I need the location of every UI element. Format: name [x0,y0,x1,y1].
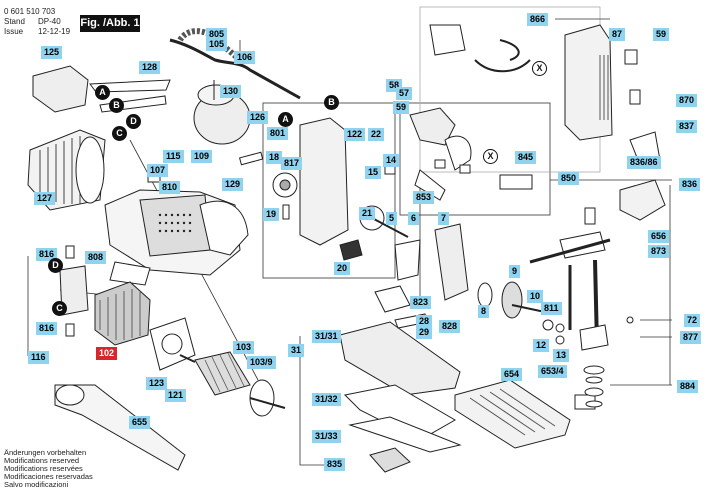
callout-823: 823 [410,296,432,309]
callout-10: 10 [527,290,544,303]
callout-811: 811 [541,302,562,315]
callout-31: 31 [288,344,305,357]
callout-31-33: 31/33 [312,430,341,443]
callout-126: 126 [247,111,269,124]
callout-28: 28 [416,315,433,328]
marker-a-left: A [95,85,110,100]
callout-836: 836 [679,178,701,191]
marker-b-right: B [324,95,339,110]
callout-805: 805 [206,28,228,41]
callout-810: 810 [159,181,181,194]
callout-6: 6 [408,212,420,225]
callout-816-top: 816 [36,248,58,261]
callout-20: 20 [334,262,351,275]
callout-87: 87 [609,28,626,41]
callout-31-31: 31/31 [312,330,341,343]
callout-7: 7 [438,212,450,225]
callout-18: 18 [266,151,283,164]
callout-128: 128 [139,61,161,74]
callout-14: 14 [383,154,400,167]
marker-x-motor: X [532,61,547,76]
figure-title: Fig. /Abb. 1 [80,15,140,32]
stand-value: DP-40 [38,17,61,26]
callout-109: 109 [191,150,213,163]
issue-value: 12-12-19 [38,27,71,36]
callout-31-32: 31/32 [312,393,341,406]
callout-816-bottom: 816 [36,322,58,335]
callout-8: 8 [478,305,490,318]
callout-115: 115 [163,150,184,163]
callout-656: 656 [648,230,670,243]
callout-853: 853 [413,191,435,204]
callout-21: 21 [359,207,376,220]
callout-845: 845 [515,151,537,164]
marker-d-top: D [126,114,141,129]
callout-5: 5 [386,212,398,225]
callout-105: 105 [206,38,228,51]
callout-653-4: 653/4 [538,365,567,378]
marker-x-gear: X [483,149,498,164]
callout-116: 116 [28,351,49,364]
callout-103: 103 [233,341,255,354]
marker-a-right: A [278,112,293,127]
footer-line-de: Änderungen vorbehalten [4,448,87,457]
marker-d-bottom: D [48,258,63,273]
issue-label: Issue [4,27,24,36]
callout-22: 22 [368,128,385,141]
marker-c-top: C [112,126,127,141]
callout-9: 9 [509,265,521,278]
callout-107: 107 [147,164,169,177]
callout-655: 655 [129,416,151,429]
callout-873: 873 [648,245,670,258]
callout-828: 828 [439,320,461,333]
callout-102: 102 [96,347,118,360]
callout-808: 808 [85,251,107,264]
callout-870: 870 [676,94,698,107]
callout-835: 835 [324,458,346,471]
callout-12: 12 [533,339,550,352]
callout-121: 121 [165,389,187,402]
callout-884: 884 [677,380,699,393]
callout-129: 129 [222,178,244,191]
footer-line-it: Salvo modificazioni [4,480,69,489]
marker-b-left: B [109,98,124,113]
callout-29: 29 [416,326,433,339]
callout-123: 123 [146,377,168,390]
callout-866: 866 [527,13,549,26]
callout-72: 72 [684,314,701,327]
callout-877: 877 [680,331,702,344]
callout-130: 130 [220,85,242,98]
callout-850: 850 [558,172,580,185]
callout-13: 13 [553,349,570,362]
callout-15: 15 [365,166,382,179]
callout-836-86: 836/86 [627,156,661,169]
footer-line-en: Modifications reserved [4,456,80,465]
callout-125: 125 [41,46,63,59]
footer-line-es: Modificaciones reservadas [4,472,93,481]
callout-122: 122 [344,128,366,141]
marker-c-bottom: C [52,301,67,316]
callout-106: 106 [234,51,256,64]
callout-59: 59 [393,101,410,114]
callout-57: 57 [396,87,413,100]
callout-817: 817 [281,157,303,170]
stand-label: Stand [4,17,25,26]
callout-654: 654 [501,368,523,381]
gear-housing-frame [399,102,551,216]
callout-59-right: 59 [653,28,670,41]
part-number: 0 601 510 703 [4,7,56,16]
callout-801: 801 [267,127,289,140]
callout-127: 127 [34,192,56,205]
callout-837: 837 [676,120,698,133]
callout-103-9: 103/9 [247,356,276,369]
footer-line-fr: Modifications reservées [4,464,83,473]
callout-19: 19 [263,208,280,221]
